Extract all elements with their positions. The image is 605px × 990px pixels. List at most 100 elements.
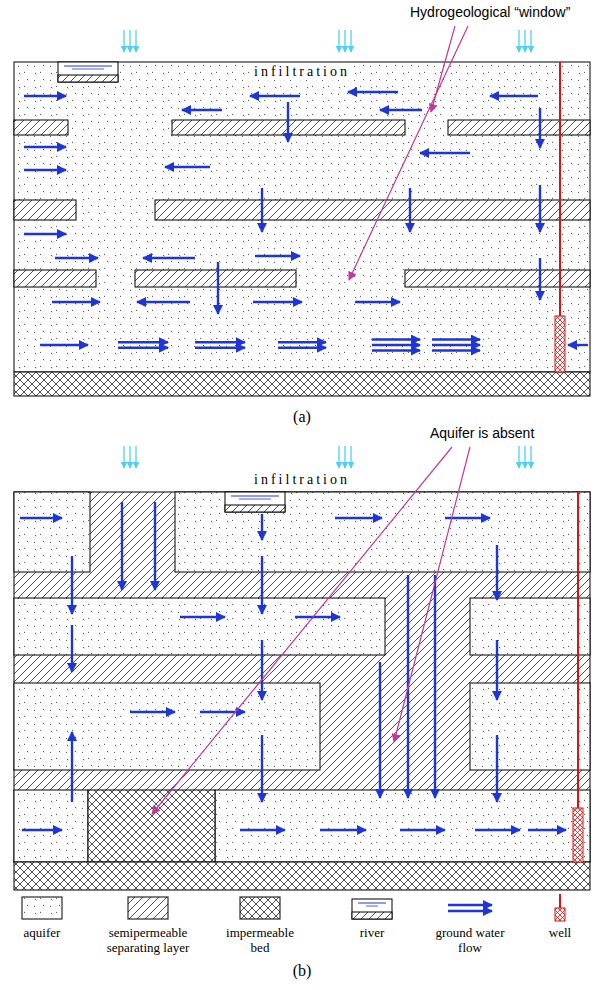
flow-arrow [217,262,219,314]
flow-arrow [253,301,302,303]
flow-arrow [24,233,66,235]
flow-arrow [380,109,422,111]
semipermeable-layer [14,120,68,135]
legend-semipermeable-sample [128,897,168,919]
flow-arrow [261,514,263,540]
leader-line [394,447,470,742]
flow-arrow [496,545,498,600]
impermeable-bed [14,372,590,396]
flow-arrow [24,146,66,148]
aquifer [470,683,590,770]
infiltration-arrow [338,446,339,468]
aquifer [14,598,385,655]
flow-arrow [40,344,88,346]
well-casing [577,492,579,808]
flow-arrow [348,91,398,93]
flow-arrow [335,517,382,519]
infiltration-arrow [530,30,531,52]
flow-arrow [71,556,73,614]
infiltration-arrow [524,30,525,52]
flow-arrow [261,640,263,700]
river-channel [352,899,392,919]
flow-arrow [496,735,498,802]
infiltration-arrow [338,30,339,52]
aquifer [470,598,590,655]
semipermeable-layer [14,492,590,862]
leader-line [152,447,452,814]
aquifer [215,790,590,862]
flow-arrow [182,109,222,111]
flow-arrow [240,829,285,831]
semipermeable-layer [135,270,296,287]
infiltration-arrow [350,446,351,468]
flow-arrow [355,301,400,303]
flow-arrow [432,349,480,351]
flow-arrow [143,257,195,259]
flow-arrow [409,188,411,232]
flow-arrow [287,102,289,142]
legend-label: ground water flow [429,926,511,956]
semipermeable-layer [448,120,590,135]
infiltration-arrow [524,446,525,468]
water-surface [64,66,112,67]
flow-arrow [121,502,123,590]
infiltration-label: infiltration [251,64,353,80]
flow-arrow [372,338,420,340]
infiltration-arrow [530,446,531,468]
legend-aquifer-sample [22,897,62,919]
flow-arrow [52,301,100,303]
aquifer [14,790,88,862]
flow-arrow [475,829,520,831]
infiltration-arrow [344,30,345,52]
flow-arrow [22,829,62,831]
flow-arrow [118,347,168,349]
flow-arrow [180,616,225,618]
flow-arrow [320,829,366,831]
infiltration-arrow [129,446,130,468]
impermeable-bed [88,790,215,862]
water-surface [239,499,271,500]
infiltration-label: infiltration [251,472,353,488]
infiltration-arrow [344,446,345,468]
water-surface [72,69,104,70]
well-screen [573,808,583,862]
callout-label: Hydrogeological “window” [410,4,570,20]
flow-arrow [278,341,326,343]
legend-flow-sample [448,910,492,912]
water-surface [231,496,279,497]
impermeable-bed [14,862,590,890]
callout-label: Aquifer is absent [430,425,534,441]
flow-arrow [200,711,245,713]
infiltration-arrow [518,446,519,468]
infiltration-arrow [129,30,130,52]
semipermeable-layer [155,200,590,220]
aquifer [14,62,590,372]
flow-arrow [568,344,588,346]
legend-flow-sample [448,904,492,906]
flow-arrow [137,301,190,303]
legend-label: semipermeable separating layer [98,926,198,956]
flow-arrow [372,344,420,346]
flow-arrow [539,108,541,148]
flow-arrow [295,616,340,618]
infiltration-arrow [123,446,124,468]
flow-arrow [496,640,498,700]
aquifer [14,492,90,572]
aquifer [14,683,320,770]
flow-arrow [71,625,73,672]
river-bed [352,912,392,919]
infiltration-arrow [350,30,351,52]
flow-arrow [278,347,326,349]
flow-arrow [432,338,480,340]
river-channel [58,62,118,82]
river-bed [225,505,285,512]
panel-caption: (b) [293,962,312,980]
well-casing [559,894,561,908]
flow-arrow [261,188,263,232]
well-casing [559,62,561,316]
flow-arrow [490,95,538,97]
infiltration-arrow [123,30,124,52]
flow-arrow [372,349,420,351]
